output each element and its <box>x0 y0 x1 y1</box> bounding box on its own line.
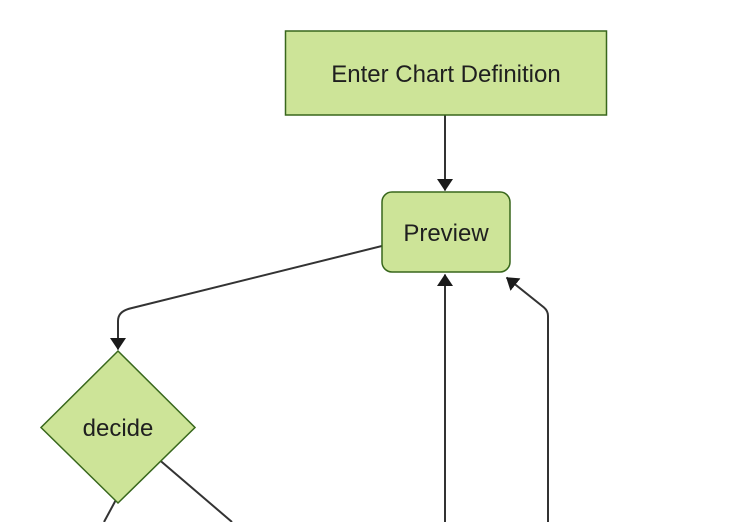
edge-decide-to-offscreen-bottom-right <box>155 456 233 522</box>
node-decide: decide <box>39 349 197 505</box>
preview-label: Preview <box>403 220 489 247</box>
enter-chart-definition-box <box>284 30 608 116</box>
enter-chart-definition-label: Enter Chart Definition <box>331 61 560 88</box>
edge-preview-to-decide <box>110 245 383 350</box>
edge-layer <box>103 115 549 522</box>
node-layer: Enter Chart Definition Preview decide <box>39 30 608 505</box>
node-enter-chart-definition: Enter Chart Definition <box>284 30 608 116</box>
decide-diamond <box>39 349 197 505</box>
edge-offscreen-to-preview-bottom-right <box>505 276 549 522</box>
decide-label: decide <box>83 415 154 442</box>
preview-box <box>381 191 511 273</box>
node-preview: Preview <box>381 191 511 273</box>
